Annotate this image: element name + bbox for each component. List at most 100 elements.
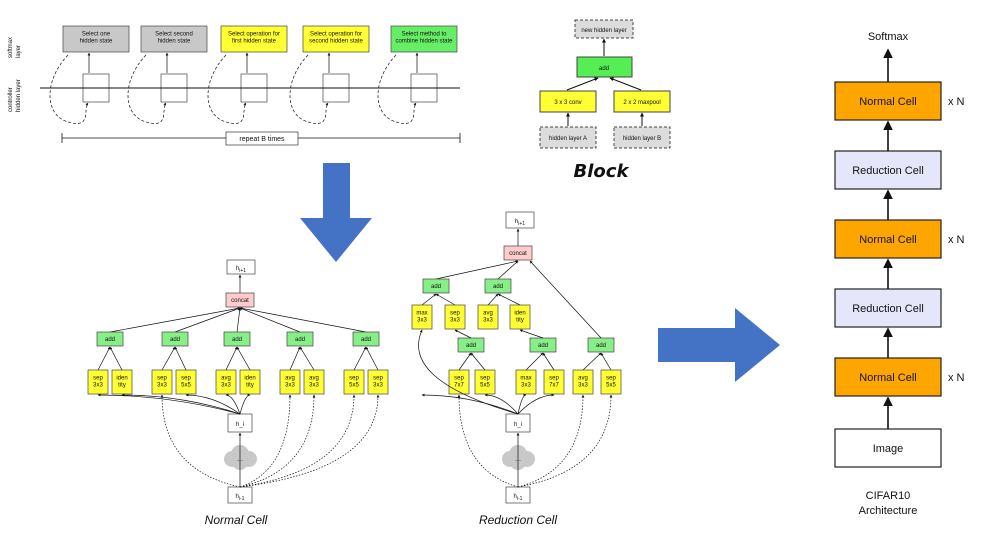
architecture-cell-reduction bbox=[834, 288, 942, 328]
down-arrow-icon bbox=[300, 163, 372, 262]
block-title: Block bbox=[574, 161, 630, 182]
normal-add-box bbox=[223, 331, 251, 347]
block-in-right-box bbox=[613, 126, 671, 149]
block-op-right-box bbox=[613, 90, 671, 113]
reduction-top-op-box bbox=[444, 304, 466, 330]
architecture-cell-label: Image bbox=[873, 443, 904, 455]
normal-op-to-add bbox=[97, 346, 111, 371]
controller-feedback-arrow bbox=[127, 54, 167, 124]
controller-step-box bbox=[62, 25, 130, 53]
normal-output-box bbox=[226, 259, 256, 275]
block-op-left-box bbox=[539, 90, 597, 113]
softmax-layer-line2: layer bbox=[16, 45, 22, 58]
normal-op-box bbox=[367, 369, 389, 395]
normal-op-to-add bbox=[225, 346, 238, 371]
normal-hi-edge bbox=[225, 393, 241, 415]
block-diagram: new hidden layer add 3 x 3 conv 2 x 2 ma… bbox=[539, 19, 671, 182]
reduction-hi-1-label: hi-1 bbox=[514, 494, 523, 502]
normal-op-box bbox=[303, 369, 325, 395]
block-add-label: add bbox=[599, 66, 609, 72]
normal-op-to-add bbox=[174, 346, 187, 371]
reduction-bottom-add-label: add bbox=[466, 343, 476, 349]
normal-op-to-add bbox=[365, 346, 379, 371]
normal-hi1-edge bbox=[239, 394, 316, 488]
normal-hi1-edge bbox=[239, 394, 292, 488]
reduction-top-add-label: add bbox=[493, 284, 503, 290]
normal-output-label: hi+1 bbox=[236, 266, 246, 274]
reduction-top-add-box bbox=[484, 278, 512, 294]
architecture-cell-label: Normal Cell bbox=[859, 372, 916, 384]
reduction-hi-edge bbox=[418, 329, 519, 415]
normal-add-box bbox=[352, 331, 380, 347]
normal-add-box bbox=[96, 331, 124, 347]
reduction-add-to-op bbox=[519, 329, 544, 339]
normal-hi-1-label: hi-1 bbox=[236, 494, 245, 502]
reduction-top-op-box bbox=[509, 304, 531, 330]
reduction-top-op-to-add bbox=[421, 293, 437, 306]
architecture-cell-label: Reduction Cell bbox=[852, 165, 924, 177]
reduction-top-op-box bbox=[477, 304, 499, 330]
softmax-layer-line1: softmax bbox=[8, 37, 14, 58]
softmax-label: Softmax bbox=[868, 31, 909, 43]
block-right-to-add bbox=[609, 77, 642, 91]
normal-op-to-add bbox=[109, 346, 123, 371]
normal-hi-edge bbox=[185, 393, 241, 415]
reduction-add-to-concat bbox=[529, 260, 602, 339]
repeat-label-box bbox=[225, 131, 299, 146]
repeat-label: repeat B times bbox=[239, 136, 285, 143]
architecture-cell-label: Reduction Cell bbox=[852, 303, 924, 315]
normal-hi-edge bbox=[121, 393, 241, 415]
new-hidden-layer-label: new hidden layer bbox=[581, 28, 626, 34]
reduction-output-box bbox=[505, 211, 535, 229]
architecture-repeat-label: x N bbox=[948, 96, 965, 108]
normal-hi-edge bbox=[97, 393, 241, 415]
controller-feedback-arrow bbox=[49, 54, 89, 124]
controller-feedback-arrow bbox=[289, 54, 329, 124]
reduction-add-to-op bbox=[454, 329, 472, 339]
architecture-repeat-label: x N bbox=[948, 372, 965, 384]
normal-hi-label: h_i bbox=[236, 422, 244, 428]
reduction-top-op-to-add bbox=[435, 293, 456, 306]
reduction-top-add-to-concat bbox=[497, 260, 519, 280]
normal-add-box bbox=[161, 331, 189, 347]
architecture-cell-normal bbox=[834, 219, 942, 259]
reduction-hi-edge bbox=[484, 393, 519, 415]
block-op-left-label: 3 x 3 conv bbox=[554, 100, 581, 106]
reduction-bottom-op-box bbox=[448, 369, 470, 395]
reduction-hi1-edge bbox=[457, 394, 519, 488]
normal-hi1-edge bbox=[239, 394, 356, 488]
normal-op-box bbox=[151, 369, 173, 395]
architecture-cell-input bbox=[834, 428, 942, 468]
normal-op-to-add bbox=[236, 346, 251, 371]
normal-add-label: add bbox=[170, 337, 180, 343]
reduction-hi-edge bbox=[517, 393, 527, 415]
reduction-top-add-label: add bbox=[431, 284, 441, 290]
architecture-cell-normal bbox=[834, 81, 942, 121]
normal-op-to-add bbox=[299, 346, 315, 371]
cifar10-architecture: Softmax CIFAR10 Architecture Normal Cell… bbox=[834, 31, 965, 517]
controller-feedback-arrow bbox=[207, 54, 247, 124]
reduction-bottom-op-box bbox=[600, 369, 622, 395]
reduction-top-add-to-concat bbox=[435, 260, 519, 280]
reduction-bottom-op-to-add bbox=[542, 352, 555, 371]
controller-step-box bbox=[302, 25, 370, 53]
controller-step-box bbox=[140, 25, 208, 53]
reduction-concat-box bbox=[503, 245, 533, 261]
reduction-hi1-edge bbox=[517, 394, 585, 488]
normal-add-to-concat bbox=[239, 307, 301, 333]
